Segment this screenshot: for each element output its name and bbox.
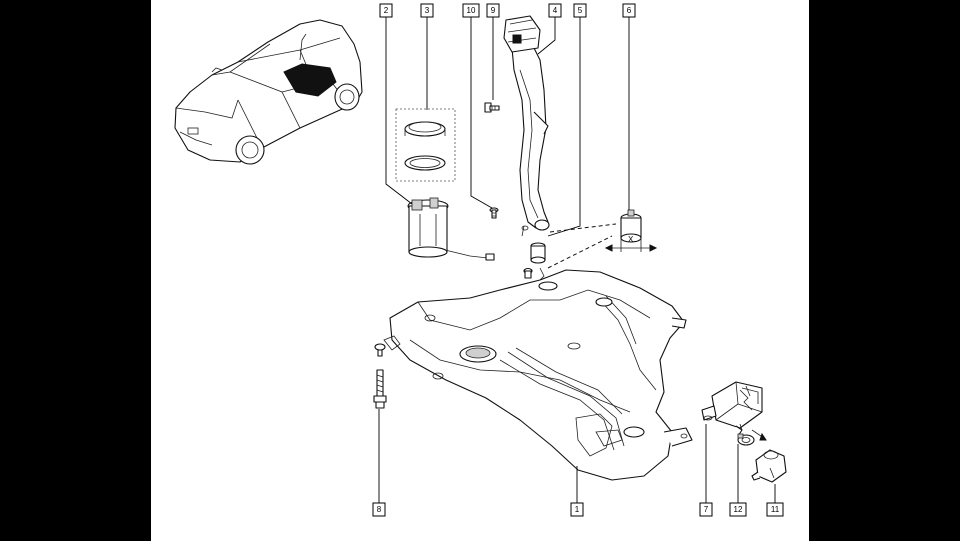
callout-12: 12	[729, 502, 747, 517]
callout-7: 7	[699, 502, 713, 517]
dimension-label: X	[628, 235, 634, 244]
leader-lines	[378, 17, 776, 503]
svg-text:9: 9	[491, 6, 496, 15]
callout-6: 6	[622, 3, 636, 18]
callout-11: 11	[766, 502, 784, 517]
fuel-filter-part-11	[751, 449, 787, 483]
fuel-tank-highlight	[283, 63, 337, 97]
svg-text:12: 12	[734, 505, 743, 514]
clamp-part-12	[737, 433, 755, 446]
arrow-head	[759, 432, 767, 441]
vehicle-location-illustration	[174, 19, 363, 165]
seal-ring-kit	[395, 108, 456, 182]
svg-text:8: 8	[377, 505, 382, 514]
assembly-arrow	[739, 423, 743, 431]
callout-3: 3	[420, 3, 434, 18]
hose-connector-part-5	[523, 242, 546, 281]
callout-5: 5	[573, 3, 587, 18]
bolt-part-9	[484, 102, 500, 113]
hose-clip-part-6: X	[604, 209, 658, 252]
callout-4: 4	[548, 3, 562, 18]
svg-text:3: 3	[425, 6, 430, 15]
svg-text:11: 11	[771, 505, 780, 514]
svg-text:7: 7	[704, 505, 709, 514]
callout-8: 8	[372, 502, 386, 517]
callout-1: 1	[570, 502, 584, 517]
callout-10: 10	[462, 3, 480, 18]
svg-text:4: 4	[553, 6, 558, 15]
fuel-tank	[383, 269, 693, 481]
svg-text:2: 2	[384, 6, 389, 15]
svg-text:10: 10	[467, 6, 476, 15]
screw-part-10	[489, 207, 499, 219]
svg-text:6: 6	[627, 6, 632, 15]
callout-9: 9	[486, 3, 500, 18]
svg-text:1: 1	[575, 505, 580, 514]
charcoal-canister-part-7	[701, 381, 763, 437]
fuel-pump-module	[407, 197, 495, 261]
svg-text:5: 5	[578, 6, 583, 15]
filler-neck-pipe	[503, 15, 550, 237]
mounting-bolt-part-8	[373, 343, 387, 409]
callout-2: 2	[379, 3, 393, 18]
